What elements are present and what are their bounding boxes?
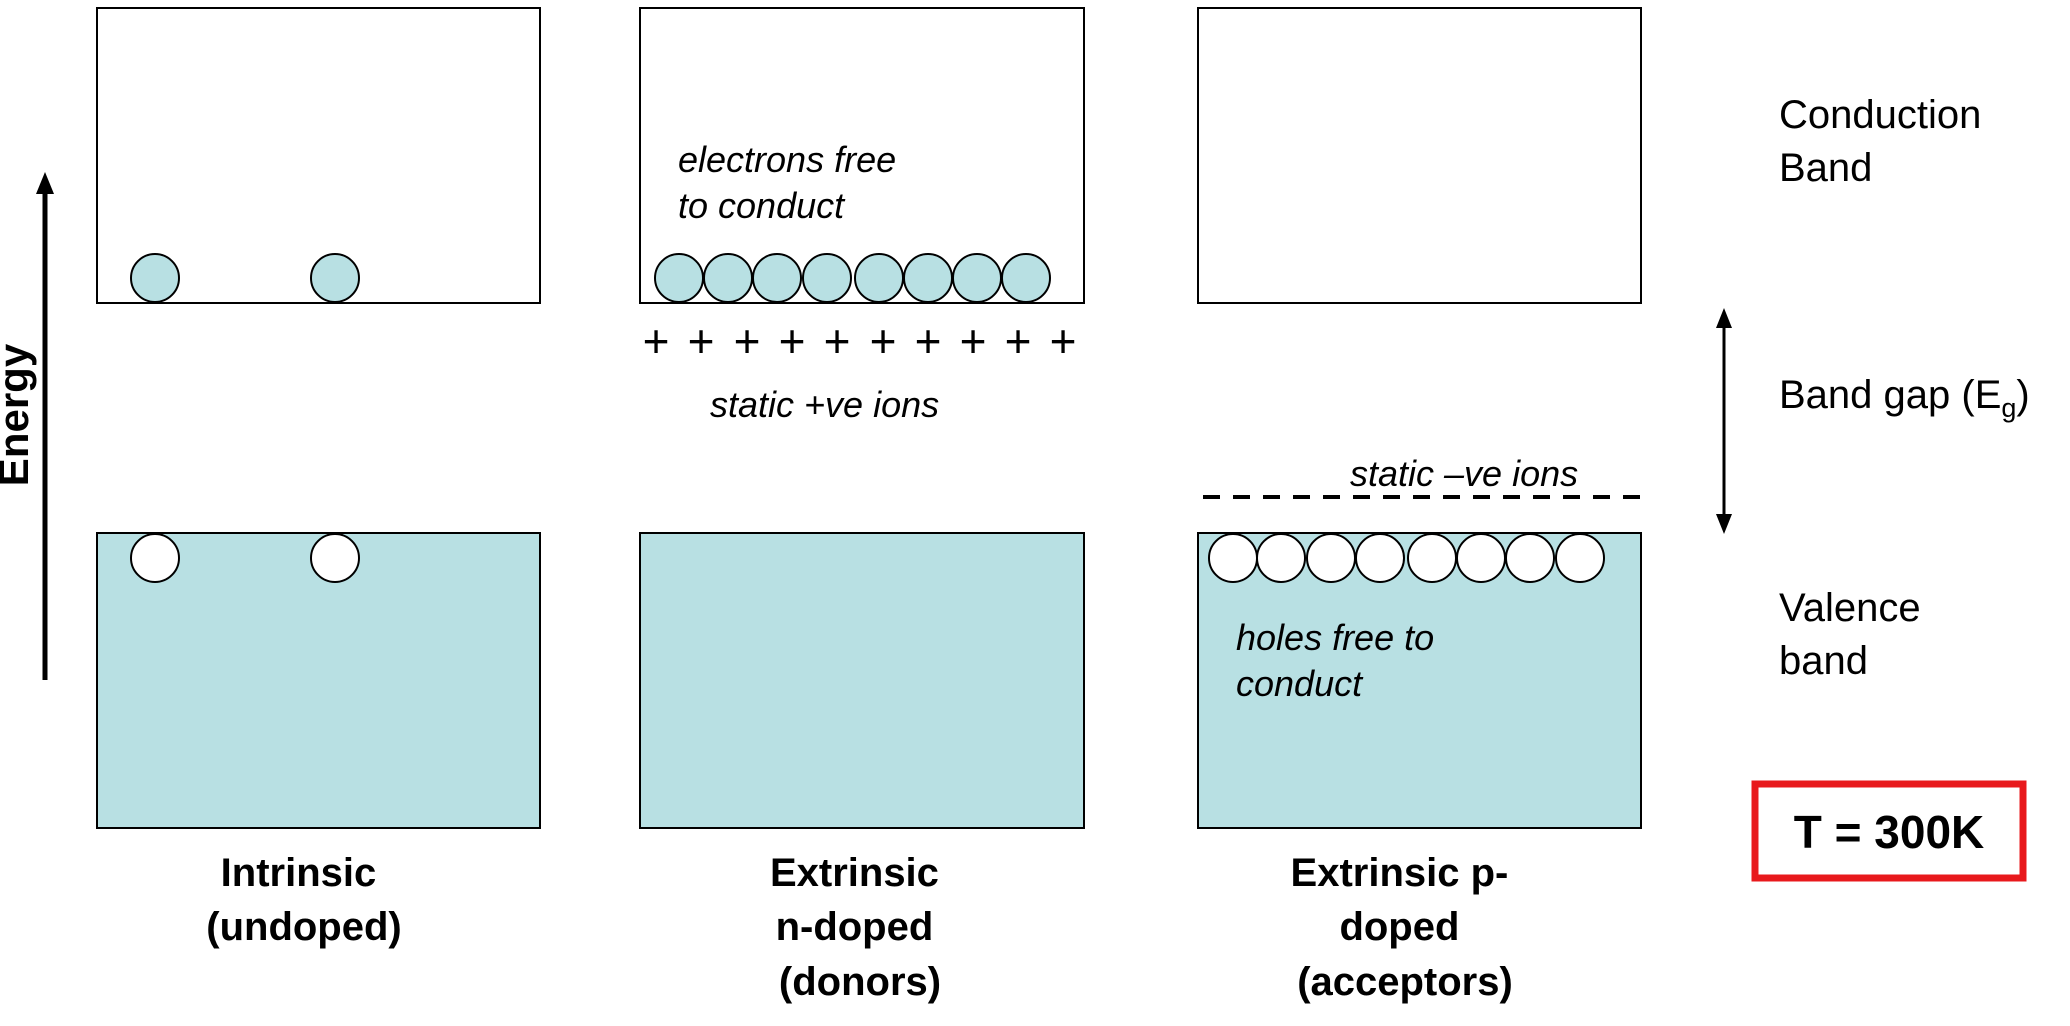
hole (1306, 533, 1356, 583)
valence-band-box (639, 532, 1085, 829)
positive-ion: + (870, 315, 897, 367)
band-gap-label-text: Band gap (E (1779, 373, 2001, 417)
electron (903, 253, 953, 303)
electrons-note: electrons free to conduct (678, 139, 906, 226)
electron (310, 253, 360, 303)
panel-intrinsic: Intrinsic (undoped) (96, 7, 541, 949)
temperature-label: T = 300K (1794, 806, 1985, 858)
hole (1456, 533, 1506, 583)
conduction-band-label-line: Conduction (1779, 93, 1981, 137)
band-gap-arrow (1716, 308, 1732, 534)
positive-ion: + (1005, 315, 1032, 367)
panel-title-line: (undoped) (206, 905, 402, 949)
positive-ion: + (1050, 315, 1077, 367)
valence-band-label-line: band (1779, 639, 1868, 683)
band-gap-arrowhead-down (1716, 514, 1732, 534)
band-gap-arrowhead-up (1716, 308, 1732, 328)
electron (854, 253, 904, 303)
electron (752, 253, 802, 303)
panel-n-doped: electrons free to conduct + + + + + + + … (639, 7, 1085, 1004)
valence-band-box (96, 532, 541, 829)
positive-ion: + (779, 315, 806, 367)
electron (130, 253, 180, 303)
conduction-band-label-line: Band (1779, 146, 1872, 190)
electron (703, 253, 753, 303)
hole (310, 533, 360, 583)
hole (1555, 533, 1605, 583)
holes-note: holes free to conduct (1236, 617, 1444, 704)
panel-title: Intrinsic (undoped) (206, 851, 402, 949)
ions-note: static +ve ions (710, 384, 939, 425)
conduction-band-label: Conduction Band (1779, 93, 1993, 190)
panel-title-line: doped (1339, 905, 1459, 949)
conduction-band-box (639, 7, 1085, 304)
band-gap-subscript: g (2001, 393, 2016, 423)
temperature-badge: T = 300K (1751, 780, 2027, 882)
electron (802, 253, 852, 303)
panel-title: Extrinsic p- doped (acceptors) (1291, 851, 1520, 1004)
hole (130, 533, 180, 583)
valence-band-box (1197, 532, 1642, 829)
panel-title-line: (donors) (779, 960, 941, 1004)
hole (1505, 533, 1555, 583)
panel-title-line: (acceptors) (1297, 960, 1513, 1004)
hole (1355, 533, 1405, 583)
electron (952, 253, 1002, 303)
panel-title-line: n-doped (776, 905, 934, 949)
positive-ion: + (960, 315, 987, 367)
band-gap-label: Band gap (Eg) (1779, 373, 2030, 423)
hole (1407, 533, 1457, 583)
panel-title-line: Extrinsic (770, 851, 939, 895)
temperature-badge-border (1751, 780, 2027, 882)
positive-ion: + (734, 315, 761, 367)
donor-ions: + + + + + + + + + + (643, 315, 1077, 367)
positive-ion: + (643, 315, 670, 367)
valence-band-label-line: Valence (1779, 586, 1921, 630)
hole (1256, 533, 1306, 583)
positive-ion: + (824, 315, 851, 367)
energy-axis: Energy (0, 172, 54, 680)
band-gap-label-close: ) (2016, 373, 2029, 417)
energy-axis-arrowhead (36, 172, 54, 194)
hole (1208, 533, 1258, 583)
valence-band-label: Valence band (1779, 586, 1932, 683)
conduction-band-box (1197, 7, 1642, 304)
electron (654, 253, 704, 303)
conduction-band-box (96, 7, 541, 304)
electrons-note-line: electrons free (678, 139, 896, 180)
panel-title-line: Intrinsic (221, 851, 377, 895)
panel-p-doped: static –ve ions holes free to conduct Ex… (1197, 7, 1642, 1004)
band-legend: Conduction Band Band gap (Eg) Valence ba… (1779, 93, 2030, 683)
positive-ion: + (915, 315, 942, 367)
positive-ion: + (688, 315, 715, 367)
energy-axis-label: Energy (0, 343, 37, 486)
electron (1001, 253, 1051, 303)
holes-note-line: conduct (1236, 663, 1364, 704)
holes-note-line: holes free to (1236, 617, 1434, 658)
electrons-note-line: to conduct (678, 185, 846, 226)
panel-title: Extrinsic n-doped (donors) (770, 851, 950, 1004)
ions-note: static –ve ions (1350, 453, 1578, 494)
panel-title-line: Extrinsic p- (1291, 851, 1509, 895)
